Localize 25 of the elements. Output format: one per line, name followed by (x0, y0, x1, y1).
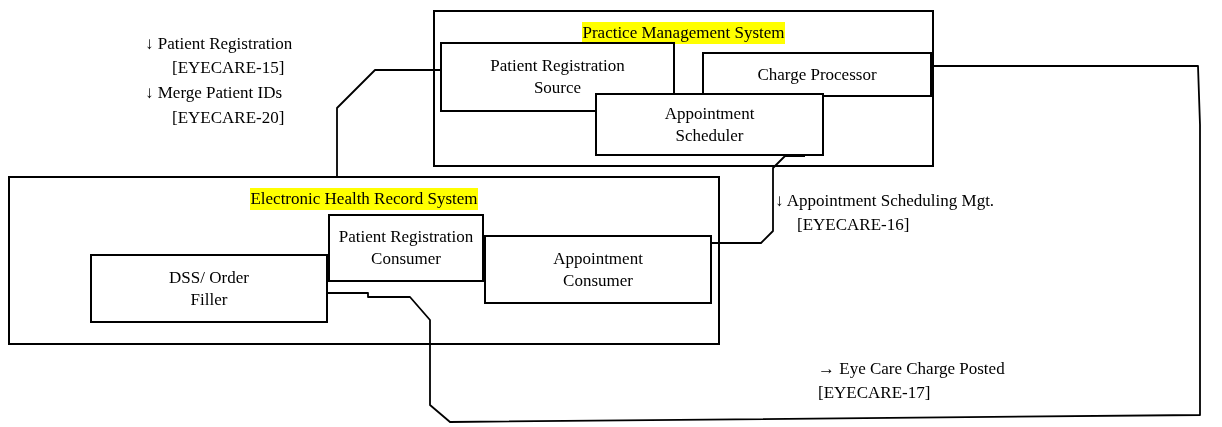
system-title: Practice Management System (582, 22, 785, 44)
transaction-label: [EYECARE-15] (172, 57, 285, 79)
transaction-label: → Eye Care Charge Posted (818, 358, 1005, 380)
component-label: Appointment Consumer (552, 247, 644, 292)
component-label: Appointment Scheduler (663, 102, 756, 147)
component-box (484, 235, 712, 304)
transaction-label: ↓ Patient Registration (145, 33, 293, 55)
component-box (595, 93, 824, 156)
component-label: Patient Registration Consumer (337, 226, 475, 270)
transaction-label: ↓ Merge Patient IDs (145, 82, 283, 104)
transaction-label: ↓ Appointment Scheduling Mgt. (775, 190, 995, 212)
component-label: DSS/ Order Filler (168, 266, 250, 311)
system-box (433, 10, 934, 167)
connector-line (336, 69, 441, 177)
component-box (90, 254, 328, 323)
component-box (702, 52, 932, 97)
system-title: Electronic Health Record System (250, 188, 478, 210)
system-box (8, 176, 720, 345)
component-label: Patient Registration Source (489, 55, 626, 99)
connector-line (327, 65, 1201, 423)
transaction-label: [EYECARE-16] (797, 214, 910, 236)
transaction-label: [EYECARE-17] (818, 382, 931, 404)
component-label: Charge Processor (757, 63, 877, 86)
transaction-label: [EYECARE-20] (172, 107, 285, 129)
component-box (328, 214, 484, 282)
